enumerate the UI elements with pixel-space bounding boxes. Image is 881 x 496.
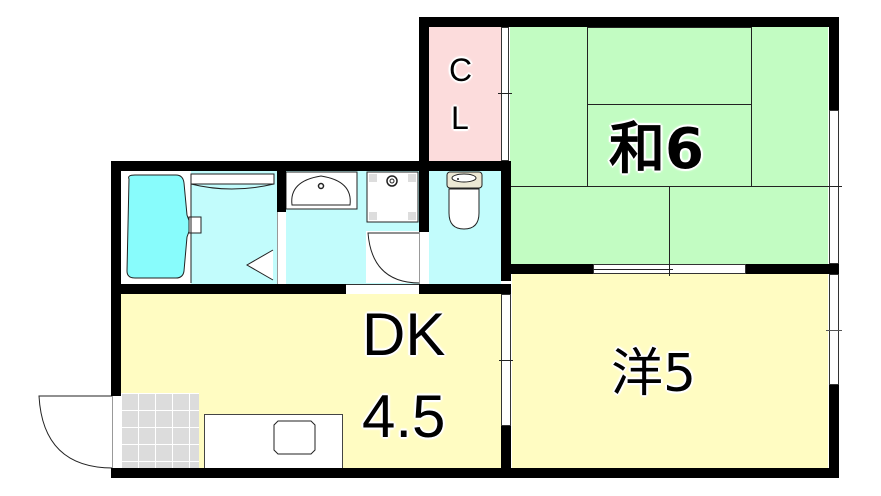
yoshitsu-room: [512, 273, 828, 468]
wall-washitsu-yoshitsu-left: [501, 264, 593, 274]
wall-right-upper: [829, 17, 839, 110]
tatami-line: [669, 186, 670, 266]
wall-bottom: [111, 468, 839, 478]
closet-room: [429, 27, 501, 161]
closet-label-l: L: [451, 100, 469, 136]
sliding-door-rail: [593, 269, 673, 270]
toilet-icon: [446, 171, 483, 230]
wall-closet-washitsu: [501, 161, 511, 281]
washroom-door-swing-icon: [366, 231, 421, 284]
washitsu-window[interactable]: [829, 110, 839, 264]
toilet-door-frame[interactable]: [419, 232, 429, 284]
washitsu-label: 和6: [609, 117, 704, 182]
closet-label-c: C: [449, 52, 473, 88]
washing-machine-space-icon: [366, 171, 419, 223]
bath-door-frame[interactable]: [277, 212, 286, 284]
wall-wet-dk-left: [111, 284, 346, 294]
wall-dk-yoshitsu-lower: [501, 426, 511, 478]
wall-washitsu-yoshitsu-right: [746, 264, 839, 274]
wall-bath-wash: [277, 161, 286, 212]
entrance-tile-floor: [121, 393, 199, 468]
yoshitsu-label: 洋5: [611, 344, 697, 404]
wall-left-upper: [111, 161, 121, 396]
sliding-door-tick: [669, 262, 670, 276]
yoshitsu-window[interactable]: [829, 274, 839, 385]
entrance-door-frame: [112, 395, 121, 468]
bathtub-icon: [126, 173, 275, 283]
wall-right-lower: [829, 385, 839, 478]
closet-sliding-door[interactable]: [501, 27, 509, 161]
dk-size-label: 4.5: [362, 383, 446, 450]
wall-wet-dk-right: [419, 284, 511, 294]
tatami-line: [510, 186, 842, 187]
washroom-doorway[interactable]: [346, 284, 419, 294]
kitchen-counter-icon: [204, 414, 343, 469]
entrance-door-icon: [38, 395, 114, 469]
sliding-door-tick: [499, 360, 513, 361]
tatami-mat: [587, 27, 752, 105]
window-tick: [826, 330, 842, 331]
window-tick: [826, 186, 842, 187]
wall-top-right: [419, 17, 839, 27]
wall-wet-top: [111, 161, 509, 171]
wall-wash-toilet: [419, 161, 429, 232]
dk-label: DK: [362, 301, 446, 368]
washbasin-icon: [285, 171, 358, 210]
wall-closet-left: [419, 17, 429, 181]
closet-door-tick: [498, 93, 512, 94]
